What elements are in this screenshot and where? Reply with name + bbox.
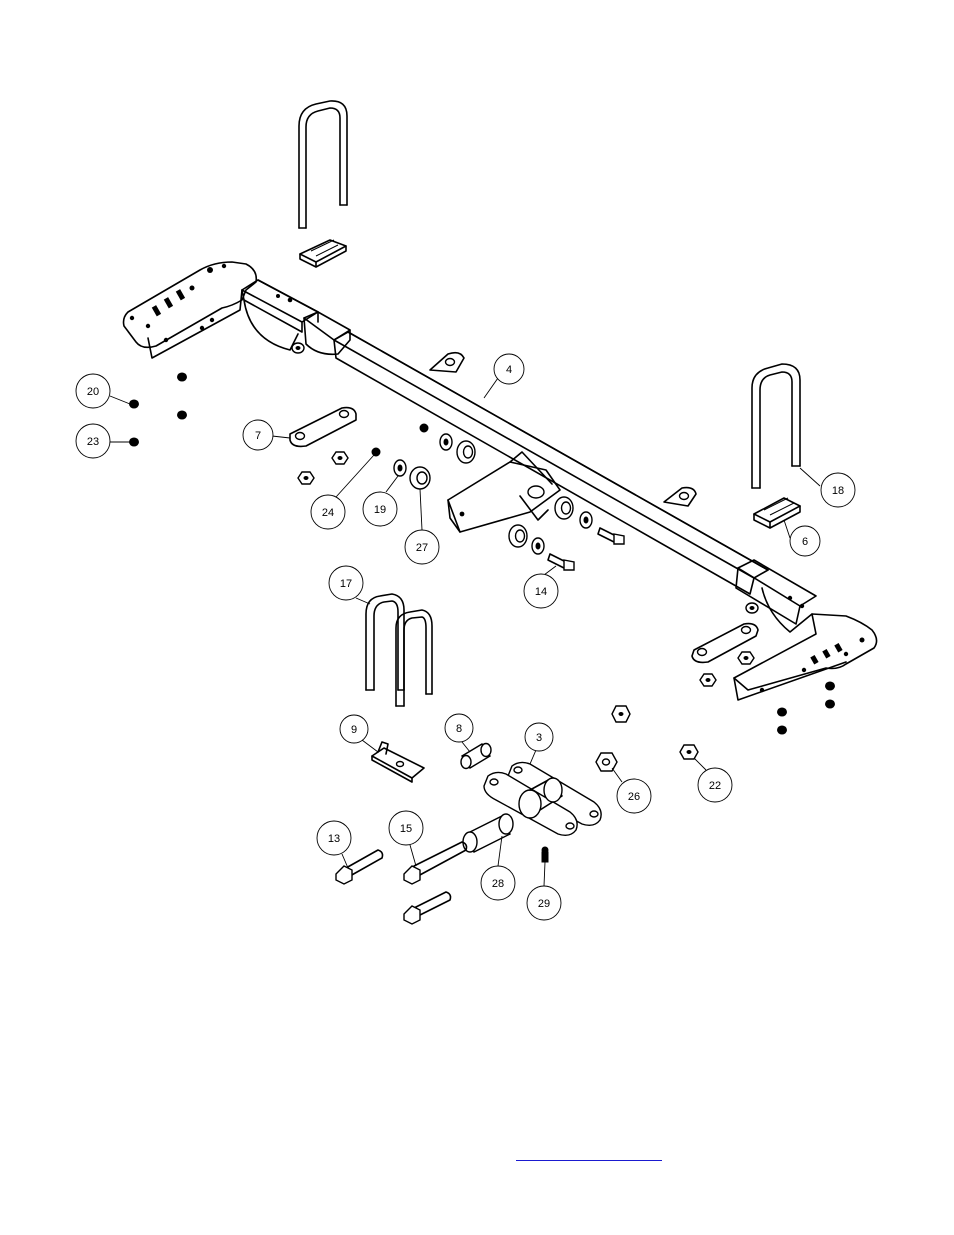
clip-plate-9 [372,742,424,782]
u-bolt-right [752,364,800,488]
washer-center-b [580,512,592,528]
svg-text:24: 24 [322,507,334,519]
main-crossbar-frame [124,262,877,700]
svg-text:4: 4 [506,364,512,376]
grease-fitting-29 [542,847,548,862]
callout-9: 9 [340,715,378,752]
nut-right-1 [826,682,835,690]
svg-text:23: 23 [87,436,99,448]
callout-3: 3 [525,723,553,764]
saddle-block-top-left [300,240,346,267]
u-bolt-top-left [299,101,347,228]
callout-18: 18 [800,468,855,507]
footer-link[interactable] [516,1146,662,1161]
callout-19: 19 [363,476,398,526]
hex-nut-upper-right [612,706,630,722]
svg-text:7: 7 [255,430,261,442]
sleeve-8 [461,744,491,769]
hex-nut-22 [680,745,698,759]
hex-nut-24b [298,472,314,484]
nut-right-4 [778,726,787,734]
nut-left-2 [178,373,187,381]
bushing-27 [410,467,430,489]
nut-right-3 [778,708,787,716]
svg-text:14: 14 [535,586,547,598]
svg-text:19: 19 [374,504,386,516]
bolt-13 [336,850,383,884]
callout-13: 13 [317,821,351,868]
bushing-center-b [555,497,573,519]
svg-text:18: 18 [832,485,844,497]
small-nut-center [420,424,428,432]
hex-nut-right-b [700,674,716,686]
bushing-tube-28 [463,814,513,852]
shim-plate-left [290,408,356,447]
nut-left-1 [130,400,139,408]
hex-nut-24a [332,452,348,464]
callout-15: 15 [389,811,423,866]
hex-nut-right-a [738,652,754,664]
lock-nut-24 [372,448,380,456]
callout-24: 24 [311,455,374,529]
callout-7: 7 [243,420,290,450]
u-bolt-17 [366,594,432,706]
hex-nut-26 [596,753,617,771]
callout-29: 29 [527,862,561,920]
washer-14 [532,538,544,554]
callout-20: 20 [76,374,130,408]
bushing-14a [509,525,527,547]
callout-8: 8 [445,714,473,752]
bolt-center-upper [598,528,624,544]
svg-text:26: 26 [628,791,640,803]
center-hanger-bracket [448,452,560,532]
bolt-15 [404,842,467,884]
callout-26: 26 [612,768,651,813]
bolt-lower [404,892,451,924]
svg-text:9: 9 [351,724,357,736]
callout-27: 27 [405,489,439,564]
svg-text:22: 22 [709,780,721,792]
nut-left-4 [130,438,139,446]
svg-text:27: 27 [416,542,428,554]
callout-4: 4 [484,354,524,398]
svg-text:3: 3 [536,732,542,744]
callout-23: 23 [76,424,130,458]
washer-center-a [440,434,452,450]
svg-text:13: 13 [328,833,340,845]
nut-right-2 [826,700,835,708]
svg-text:17: 17 [340,578,352,590]
saddle-block-right [754,498,800,528]
svg-text:8: 8 [456,723,462,735]
svg-text:6: 6 [802,536,808,548]
callout-6: 6 [784,520,820,556]
callout-22: 22 [694,758,732,802]
washer-19 [394,460,406,476]
callout-14: 14 [524,566,558,608]
bushing-center-a [457,441,475,463]
nut-left-3 [178,411,187,419]
svg-text:29: 29 [538,898,550,910]
bolt-14 [548,554,574,570]
callout-17: 17 [329,566,370,604]
svg-text:28: 28 [492,878,504,890]
svg-text:20: 20 [87,386,99,398]
svg-text:15: 15 [400,823,412,835]
